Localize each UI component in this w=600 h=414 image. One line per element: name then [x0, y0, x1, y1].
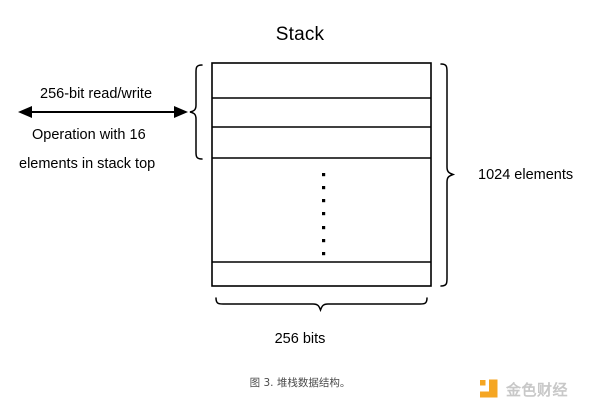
square-bracket-logo-icon: [480, 379, 498, 398]
watermark: 金色财经: [478, 378, 568, 400]
elements-count-label: 1024 elements: [478, 167, 574, 183]
stack-title: Stack: [275, 24, 325, 45]
bits-width-label: 256 bits: [274, 331, 326, 347]
read-write-label: 256-bit read/write: [40, 86, 153, 102]
operation-note-line-1: Operation with 16: [32, 127, 146, 143]
watermark-text: 金色财经: [506, 380, 569, 399]
bottom-brace-width: [215, 297, 428, 313]
figure-caption: 图 3. 堆栈数据结构。: [249, 377, 351, 389]
stack-ellipsis-dots: [322, 173, 326, 256]
stack-outer-rectangle: [211, 62, 432, 287]
right-brace-full-height: [440, 63, 456, 287]
operation-note-line-2: elements in stack top: [19, 156, 156, 172]
left-brace-top-rows: [189, 64, 203, 160]
read-write-double-arrow: [18, 106, 188, 118]
